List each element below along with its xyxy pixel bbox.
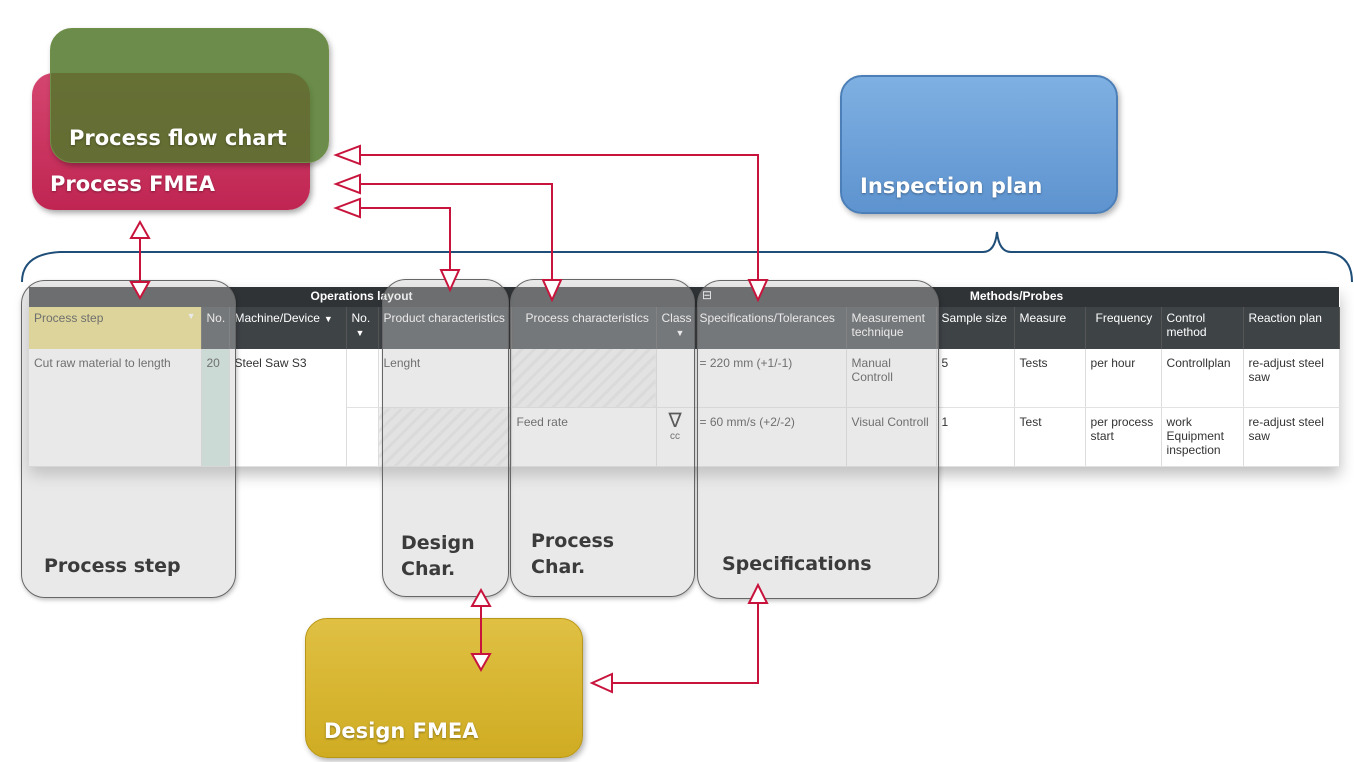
class-symbol-icon: ∇ (668, 410, 682, 432)
col-class-label: Class (661, 311, 692, 325)
operations-table: Operations layout ⊟ Methods/Probes Proce… (29, 287, 1340, 467)
inspection-plan-box: Inspection plan (840, 75, 1118, 214)
cell-process-step[interactable]: Cut raw material to length (29, 349, 202, 467)
process-step-overlay: Process step (21, 280, 236, 598)
process-char-overlay: Process Char. (510, 279, 695, 597)
arrowhead (470, 653, 492, 673)
arrowhead (439, 269, 461, 293)
col-reaction-plan[interactable]: Reaction plan (1243, 307, 1340, 349)
col-specifications[interactable]: Specifications/Tolerances (694, 307, 847, 349)
design-char-overlay: Design Char. (382, 279, 509, 597)
inspection-plan-label: Inspection plan (860, 174, 1043, 198)
col-measurement-technique[interactable]: Measurement technique (846, 307, 937, 349)
class-code: cc (670, 431, 681, 442)
col-process-step-label: Process step (34, 311, 104, 325)
cell-spec[interactable]: = 220 mm (+1/-1) (694, 349, 847, 408)
col-measure[interactable]: Measure (1014, 307, 1086, 349)
cell-control[interactable]: Controllplan (1161, 349, 1244, 408)
arrow-spec-to-dfmea (610, 600, 759, 684)
arrowhead (333, 173, 361, 195)
col-frequency[interactable]: Frequency (1085, 307, 1162, 349)
arrowhead (333, 197, 361, 219)
col-no-2[interactable]: No. ▼ (346, 307, 379, 349)
cell-class[interactable] (656, 349, 695, 408)
process-step-overlay-label: Process step (44, 555, 181, 577)
cell-process-char[interactable]: Feed rate (511, 407, 657, 467)
cell-no-2[interactable] (346, 349, 379, 408)
cell-frequency[interactable]: per hour (1085, 349, 1162, 408)
specifications-overlay-label: Specifications (722, 553, 872, 575)
cell-reaction[interactable]: re-adjust steel saw (1243, 407, 1340, 467)
cell-process-char (511, 349, 657, 408)
arrow-design-char-to-fmea (358, 207, 451, 282)
arrowhead (129, 219, 151, 239)
cell-reaction[interactable]: re-adjust steel saw (1243, 349, 1340, 408)
col-class[interactable]: Class ▼ (656, 307, 695, 349)
arrowhead (470, 587, 492, 607)
filter-icon[interactable]: ▼ (355, 328, 365, 338)
filter-icon[interactable]: ▼ (323, 314, 333, 324)
col-process-step[interactable]: Process step ▼ (29, 307, 202, 349)
cell-machine[interactable]: Steel Saw S3 (229, 349, 347, 467)
filter-icon[interactable]: ▼ (186, 311, 196, 321)
col-machine-device-label: Machine/Device (234, 311, 320, 325)
cell-class[interactable]: ∇ cc (656, 407, 695, 467)
process-flow-chart-box: Process flow chart (50, 28, 329, 163)
arrowhead (747, 582, 769, 604)
cell-control[interactable]: work Equipment inspection (1161, 407, 1244, 467)
inspection-plan-brace (21, 231, 1353, 283)
cell-product-char (378, 407, 512, 467)
arrowhead (129, 281, 151, 301)
cell-measure[interactable]: Tests (1014, 349, 1086, 408)
column-header-row: Process step▼ No. Machine/Device▼ No.▼ P… (29, 307, 1340, 349)
process-flow-chart-label: Process flow chart (69, 126, 287, 150)
design-fmea-box: Design FMEA (305, 618, 583, 758)
process-char-overlay-label: Process Char. (531, 530, 615, 578)
cell-technique[interactable]: Manual Controll (846, 349, 937, 408)
cell-spec[interactable]: = 60 mm/s (+2/-2) (694, 407, 847, 467)
cell-product-char[interactable]: Lenght (378, 349, 512, 408)
arrowhead (541, 279, 563, 303)
cell-technique[interactable]: Visual Controll (846, 407, 937, 467)
col-no-2-label: No. (351, 311, 371, 325)
cell-sample[interactable]: 1 (936, 407, 1015, 467)
specifications-overlay: Specifications (697, 280, 939, 599)
arrow-spec-to-flow (358, 154, 759, 282)
cell-measure[interactable]: Test (1014, 407, 1086, 467)
design-char-overlay-label: Design Char. (401, 532, 475, 580)
design-fmea-label: Design FMEA (324, 719, 479, 743)
methods-probes-label: Methods/Probes (969, 289, 1064, 303)
cell-frequency[interactable]: per process start (1085, 407, 1162, 467)
col-machine-device[interactable]: Machine/Device▼ (229, 307, 347, 349)
cell-sample[interactable]: 5 (936, 349, 1015, 408)
filter-icon[interactable]: ▼ (675, 328, 685, 338)
arrowhead (589, 672, 613, 694)
cell-no[interactable]: 20 (201, 349, 230, 467)
table-row[interactable]: Cut raw material to length 20 Steel Saw … (29, 349, 1340, 467)
methods-probes-group: ⊟ Methods/Probes (694, 287, 1340, 307)
col-product-characteristics[interactable]: Product characteristics (378, 307, 512, 349)
process-fmea-label: Process FMEA (50, 172, 216, 196)
col-no[interactable]: No. (201, 307, 230, 349)
cell-no-2[interactable] (346, 407, 379, 467)
col-sample-size[interactable]: Sample size (936, 307, 1015, 349)
col-control-method[interactable]: Control method (1161, 307, 1244, 349)
col-process-characteristics[interactable]: Process characteristics (511, 307, 657, 349)
table-row[interactable]: Feed rate ∇ cc = 60 mm/s (+2/-2) Visual … (29, 407, 1340, 467)
arrowhead (747, 279, 769, 303)
arrow-process-char-to-fmea (358, 183, 553, 282)
arrowhead (333, 144, 361, 166)
